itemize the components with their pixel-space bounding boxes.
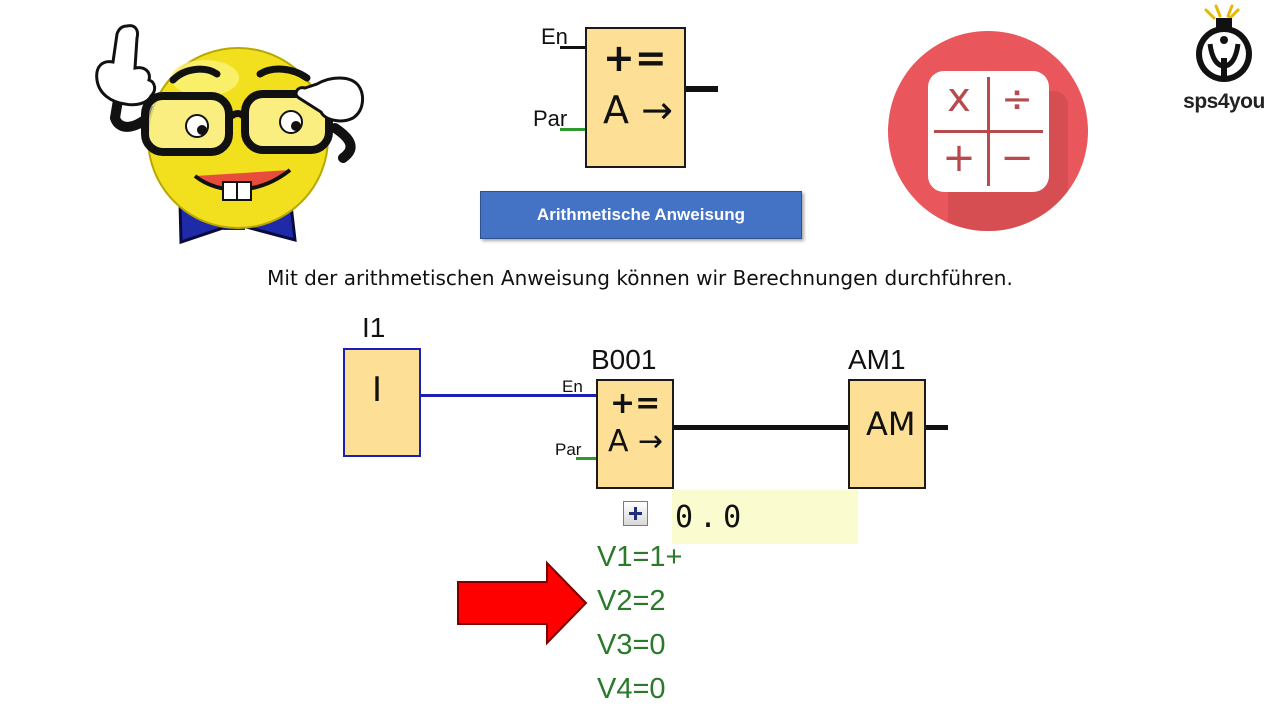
sps4you-logo-text: sps4you [1183,90,1265,113]
top-pin-en-label: En [541,24,568,49]
top-block-symbol-plus-equals: += [603,36,667,80]
sps4you-logo: sps4you [1176,4,1272,124]
calc-divide-icon: ÷ [1001,77,1033,121]
top-pin-par-label: Par [533,106,568,131]
expand-plus-icon[interactable] [623,501,648,526]
top-en-wire [560,46,586,49]
input-block-symbol: I [372,370,383,410]
top-par-wire [560,128,586,131]
variable-v1: V1=1+ [597,541,683,573]
variable-v4: V4=0 [597,673,666,705]
variable-v2: V2=2 [597,585,666,617]
calc-multiply-icon: x [947,75,971,121]
calc-plus-icon: + [942,135,976,181]
output-block-AM1[interactable] [848,379,926,489]
top-arithmetic-block [585,27,686,168]
wire-b001-to-am1 [674,425,849,430]
calculator-icon: x ÷ + − [888,31,1088,231]
calc-divider-horizontal [934,130,1043,133]
expand-plus-v [634,507,637,520]
wire-input-to-en [421,394,597,397]
title-banner-button[interactable]: Arithmetische Anweisung [480,191,802,239]
output-wire [926,425,948,430]
red-pointer-arrow-icon [457,560,588,646]
function-block-B001[interactable] [596,379,674,489]
output-block-symbol: AM [866,405,916,443]
calc-minus-icon: − [1000,135,1034,181]
sps4you-logo-icon [1196,4,1252,82]
top-output-wire [686,86,718,92]
wire-par [576,457,596,460]
function-block-symbol-arrow: A → [608,424,664,459]
caption-text: Mit der arithmetischen Anweisung können … [267,266,1013,290]
value-display-text: 0.0 [675,500,748,535]
function-block-name: B001 [591,344,657,375]
variable-v3: V3=0 [597,629,666,661]
nerd-smiley-illustration [95,24,364,245]
value-display-box [672,490,858,544]
function-pin-en-label: En [562,377,583,396]
calculator-face: x ÷ + − [928,71,1049,192]
thinking-hand [294,76,364,163]
top-block-symbol-arrow: A → [603,88,673,132]
input-block-name: I1 [362,312,386,343]
input-block-I1[interactable] [343,348,421,457]
function-pin-par-label: Par [555,440,582,459]
function-block-symbol-plus-equals: += [610,386,661,421]
output-block-name: AM1 [848,344,906,375]
